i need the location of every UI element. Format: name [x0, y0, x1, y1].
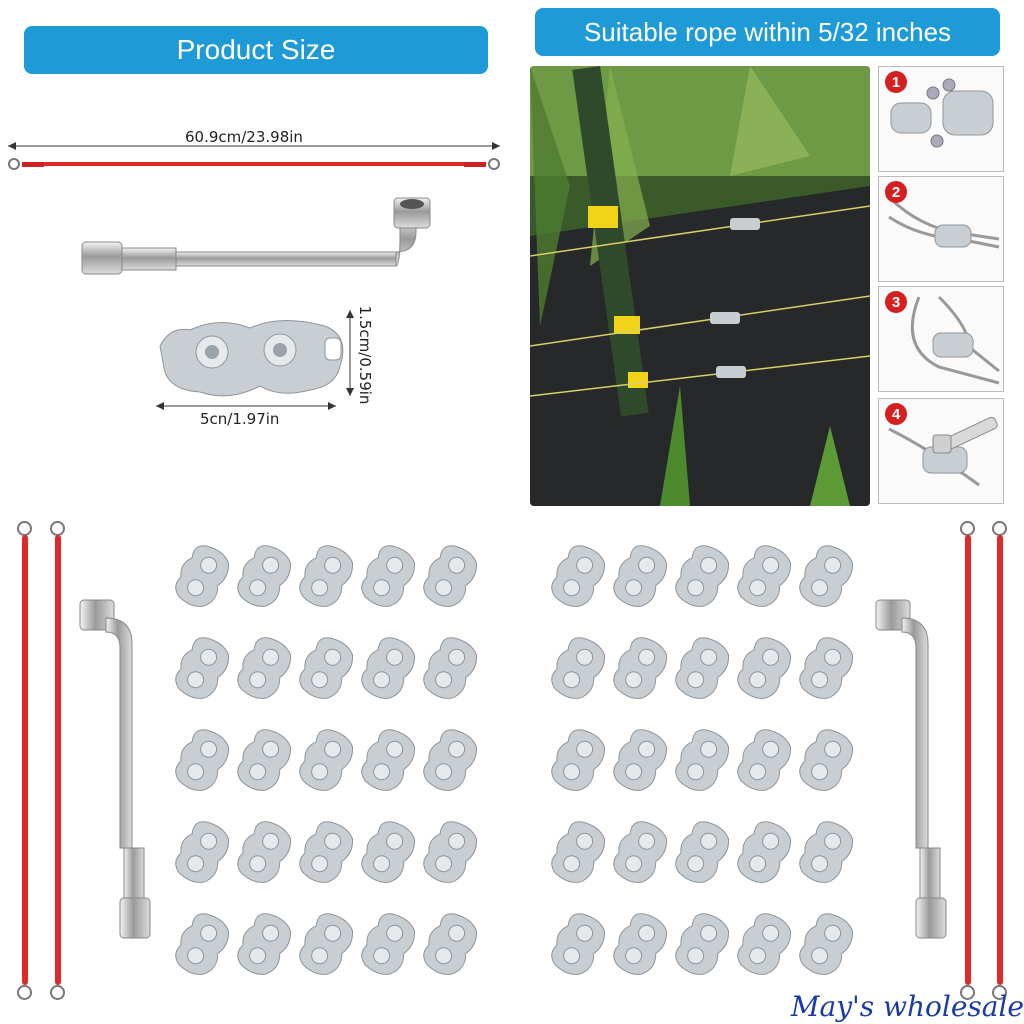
wire-dimension-graphic — [8, 142, 500, 170]
product-size-banner: Product Size — [24, 26, 488, 74]
wire-rope-clamp-icon — [734, 902, 796, 994]
wire-rope-clamp-icon — [172, 718, 234, 810]
wire-rope-clamp-icon — [420, 718, 482, 810]
wire-rope-clamp-icon — [296, 718, 358, 810]
wire-rope-clamp-icon — [234, 626, 296, 718]
watermark-text: May's wholesale — [790, 990, 1024, 1023]
step-number-badge: 1 — [885, 71, 907, 93]
wire-ring-icon — [960, 985, 975, 1000]
wire-rope-clamp-icon — [420, 534, 482, 626]
wire-length-label: 60.9cm/23.98in — [185, 128, 303, 146]
wire-rope-clamp-icon — [358, 626, 420, 718]
red-wire-icon — [965, 535, 971, 985]
wire-rope-clamp-icon — [296, 626, 358, 718]
step-2-panel: 2 — [878, 176, 1004, 282]
wire-rope-clamp-icon — [420, 902, 482, 994]
wire-rope-clamp-icon — [159, 319, 344, 397]
l-wrench-icon — [81, 197, 431, 275]
clamp-grid-right — [548, 534, 858, 994]
wire-rope-clamp-icon — [234, 902, 296, 994]
clamp-height-label: 1.5cm/0.59in — [356, 305, 374, 405]
clamp-parts-icon — [890, 78, 994, 148]
rope-loop-icon — [887, 195, 1000, 249]
wire-rope-clamp-icon — [734, 810, 796, 902]
red-wire-icon — [44, 162, 464, 166]
wire-rope-clamp-icon — [234, 718, 296, 810]
wire-rope-clamp-icon — [358, 810, 420, 902]
wire-ring-icon — [50, 521, 65, 536]
clamp-width-label: 5cn/1.97in — [200, 410, 280, 428]
wire-ring-icon — [992, 985, 1007, 1000]
wire-rope-clamp-icon — [234, 534, 296, 626]
step-number-badge: 4 — [885, 403, 907, 425]
wire-rope-clamp-icon — [548, 534, 610, 626]
wire-ring-icon — [992, 521, 1007, 536]
l-wrench-icon — [79, 599, 151, 939]
wire-rope-clamp-icon — [234, 810, 296, 902]
wire-rope-clamp-icon — [172, 810, 234, 902]
wire-rope-clamp-icon — [796, 626, 858, 718]
wire-rope-clamp-icon — [420, 626, 482, 718]
wire-rope-clamp-icon — [610, 626, 672, 718]
rope-size-banner: Suitable rope within 5/32 inches — [535, 8, 1000, 56]
wire-rope-clamp-icon — [172, 902, 234, 994]
wire-ring-icon — [8, 158, 20, 170]
wire-rope-clamp-icon — [172, 626, 234, 718]
tighten-with-wrench-icon — [888, 416, 998, 487]
wire-ring-icon — [17, 985, 32, 1000]
wire-rope-clamp-icon — [358, 902, 420, 994]
wire-rope-clamp-icon — [420, 810, 482, 902]
clamp-grid-left — [172, 534, 482, 994]
l-wrench-icon — [875, 599, 947, 939]
wire-rope-clamp-icon — [296, 534, 358, 626]
wire-rope-clamp-icon — [672, 718, 734, 810]
wire-rope-clamp-icon — [358, 534, 420, 626]
wire-rope-clamp-icon — [548, 718, 610, 810]
wire-rope-clamp-icon — [796, 810, 858, 902]
step-4-panel: 4 — [878, 398, 1004, 504]
red-wire-icon — [22, 535, 28, 985]
red-wire-icon — [55, 535, 61, 985]
wire-rope-clamp-icon — [548, 810, 610, 902]
wire-ring-icon — [960, 521, 975, 536]
step-number-badge: 2 — [885, 181, 907, 203]
wire-rope-clamp-icon — [672, 626, 734, 718]
red-wire-icon — [997, 535, 1003, 985]
wire-rope-clamp-icon — [296, 902, 358, 994]
installation-photo — [530, 66, 870, 506]
wire-rope-clamp-icon — [672, 902, 734, 994]
wire-rope-clamp-icon — [796, 718, 858, 810]
step-3-panel: 3 — [878, 286, 1004, 392]
wire-rope-clamp-icon — [358, 718, 420, 810]
wire-rope-clamp-icon — [796, 902, 858, 994]
wire-rope-clamp-icon — [610, 810, 672, 902]
clamp-dimension-graphic — [156, 310, 354, 410]
step-number-badge: 3 — [885, 291, 907, 313]
wire-rope-clamp-icon — [734, 534, 796, 626]
wire-rope-clamp-icon — [610, 718, 672, 810]
wire-rope-clamp-icon — [796, 534, 858, 626]
wire-ring-icon — [50, 985, 65, 1000]
wire-rope-clamp-icon — [610, 902, 672, 994]
wire-rope-clamp-icon — [296, 810, 358, 902]
step-1-panel: 1 — [878, 66, 1004, 172]
wire-rope-clamp-icon — [734, 718, 796, 810]
wire-rope-clamp-icon — [672, 534, 734, 626]
wire-rope-clamp-icon — [548, 902, 610, 994]
wire-rope-clamp-icon — [610, 534, 672, 626]
wire-rope-clamp-icon — [734, 626, 796, 718]
wire-ring-icon — [17, 521, 32, 536]
rope-through-clamp-icon — [910, 295, 1000, 385]
wire-rope-clamp-icon — [172, 534, 234, 626]
wire-rope-clamp-icon — [672, 810, 734, 902]
wire-rope-clamp-icon — [548, 626, 610, 718]
